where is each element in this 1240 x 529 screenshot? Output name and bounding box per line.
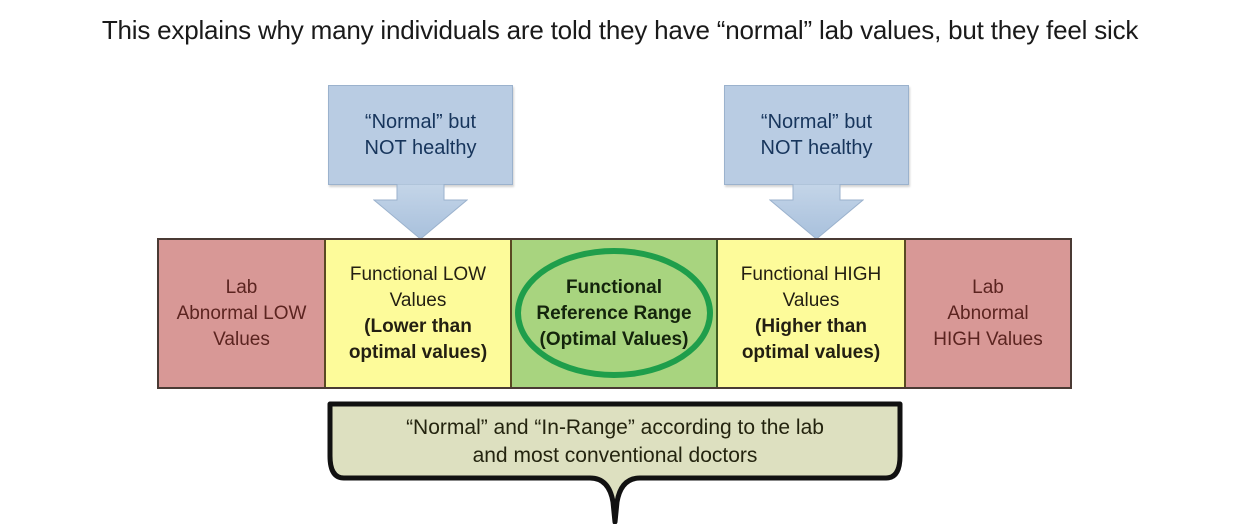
lab-range-bar: Lab Abnormal LOW Values Functional LOW V… xyxy=(157,238,1072,389)
callout-right-box: “Normal” but NOT healthy xyxy=(724,85,909,185)
line: optimal values) xyxy=(348,341,488,363)
line: Abnormal xyxy=(947,302,1029,324)
line: Values xyxy=(782,289,840,311)
callout-right-arrow-icon xyxy=(769,184,864,240)
segment-functional-high-label: Functional HIGH Values (Higher than opti… xyxy=(741,262,881,366)
line: HIGH Values xyxy=(933,328,1043,350)
brace-shape-icon xyxy=(327,401,903,525)
line: Values xyxy=(213,328,270,350)
line: (Higher than xyxy=(755,315,867,337)
line: (Lower than xyxy=(364,315,472,337)
line: Lab xyxy=(225,276,258,298)
line: optimal values) xyxy=(741,341,881,363)
callout-left-arrow-icon xyxy=(373,184,468,240)
normal-in-range-brace: “Normal” and “In-Range” according to the… xyxy=(318,398,912,529)
segment-lab-abnormal-high-label: Lab Abnormal HIGH Values xyxy=(933,275,1042,353)
segment-lab-abnormal-low: Lab Abnormal LOW Values xyxy=(159,240,326,387)
callout-right-label: “Normal” but NOT healthy xyxy=(760,111,873,159)
brace-label: “Normal” and “In-Range” according to the… xyxy=(406,416,824,467)
line: (Optimal Values) xyxy=(539,328,689,350)
line: Functional HIGH xyxy=(740,263,882,285)
line: Values xyxy=(389,289,447,311)
line: Lab xyxy=(972,276,1004,298)
segment-functional-low-label: Functional LOW Values (Lower than optima… xyxy=(349,262,487,366)
segment-functional-reference-range-label: Functional Reference Range (Optimal Valu… xyxy=(536,275,691,353)
page-title: This explains why many individuals are t… xyxy=(101,15,1139,45)
callout-left-box: “Normal” but NOT healthy xyxy=(328,85,513,185)
segment-lab-abnormal-low-label: Lab Abnormal LOW Values xyxy=(177,275,307,353)
callout-left-label: “Normal” but NOT healthy xyxy=(364,111,477,159)
segment-functional-reference-range: Functional Reference Range (Optimal Valu… xyxy=(512,240,718,387)
segment-lab-abnormal-high: Lab Abnormal HIGH Values xyxy=(906,240,1070,387)
line: Functional xyxy=(565,276,663,298)
segment-functional-high: Functional HIGH Values (Higher than opti… xyxy=(718,240,906,387)
line: Abnormal LOW xyxy=(176,302,307,324)
line: Reference Range xyxy=(536,302,692,324)
line: Functional LOW xyxy=(349,263,487,285)
segment-functional-low: Functional LOW Values (Lower than optima… xyxy=(326,240,512,387)
